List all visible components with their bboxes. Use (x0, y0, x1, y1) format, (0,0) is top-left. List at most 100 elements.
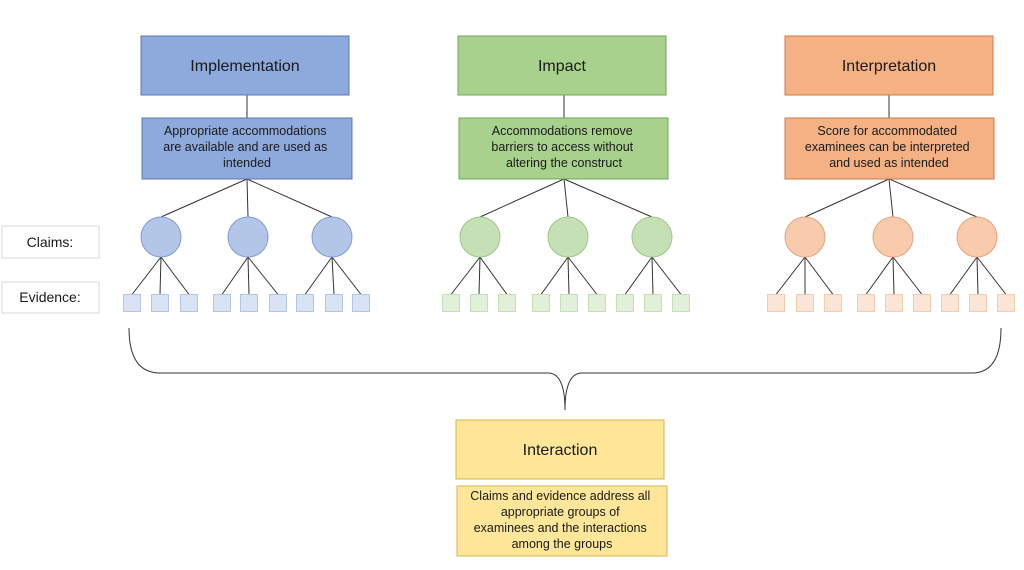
interpretation-evidence-connector (865, 256, 894, 295)
interaction-title: Interaction (523, 442, 598, 459)
column-impact: Impact Accommodations remove barriers to… (457, 35, 669, 180)
impact-evidence-node[interactable] (616, 294, 634, 312)
implementation-evidence-connector (331, 256, 362, 295)
implementation-header-box[interactable] (140, 35, 350, 96)
implementation-evidence-connector (159, 256, 162, 295)
interpretation-description-line-1: Score for accommodated (817, 124, 957, 138)
connector-lines (131, 95, 1007, 295)
impact-header-box[interactable] (457, 35, 667, 96)
implementation-claim-connector (160, 178, 248, 218)
claims-label-box (1, 225, 100, 259)
impact-description-line-1: Accommodations remove (492, 124, 633, 138)
interpretation-description-line-3: and used as intended (829, 156, 949, 170)
interaction-description-box[interactable] (456, 485, 668, 557)
interpretation-header-box[interactable] (784, 35, 994, 96)
column-interpretation: Interpretation Score for accommodated ex… (784, 35, 995, 180)
claim-evidence-nodes (123, 216, 1015, 312)
interpretation-evidence-connector (892, 256, 895, 295)
impact-evidence-connector (478, 256, 481, 295)
interpretation-evidence-connector (976, 256, 979, 295)
interpretation-evidence-node[interactable] (969, 294, 987, 312)
interpretation-title: Interpretation (842, 58, 936, 75)
implementation-evidence-connector (160, 256, 190, 295)
implementation-evidence-node[interactable] (213, 294, 231, 312)
impact-evidence-connector (540, 256, 569, 295)
implementation-claim-node[interactable] (311, 216, 353, 258)
impact-description: Accommodations remove barriers to access… (491, 124, 636, 170)
interpretation-claim-connector (888, 178, 978, 218)
implementation-evidence-connector (304, 256, 333, 295)
interpretation-description-box[interactable] (784, 117, 995, 180)
interpretation-evidence-node[interactable] (857, 294, 875, 312)
impact-evidence-connector (651, 256, 682, 295)
impact-evidence-connector (651, 256, 654, 295)
impact-evidence-connector (567, 256, 570, 295)
interaction-description-line-4: among the groups (512, 537, 613, 551)
claims-label: Claims: (27, 234, 74, 250)
implementation-evidence-connector (247, 256, 250, 295)
impact-evidence-node[interactable] (560, 294, 578, 312)
interpretation-claim-node[interactable] (784, 216, 826, 258)
impact-description-box[interactable] (458, 117, 669, 180)
implementation-title: Implementation (190, 58, 299, 75)
impact-claim-connector (563, 178, 569, 218)
interpretation-evidence-node[interactable] (824, 294, 842, 312)
interpretation-evidence-connector (892, 256, 923, 295)
impact-claim-node[interactable] (631, 216, 673, 258)
impact-claim-connector (563, 178, 653, 218)
grouping-brace (128, 327, 1002, 411)
implementation-evidence-node[interactable] (352, 294, 370, 312)
impact-evidence-node[interactable] (672, 294, 690, 312)
interpretation-description-line-2: examinees can be interpreted (805, 140, 970, 154)
implementation-description-line-2: are available and are used as (163, 140, 327, 154)
implementation-evidence-node[interactable] (180, 294, 198, 312)
interaction-description: Claims and evidence address all appropri… (470, 489, 653, 551)
implementation-evidence-connector (247, 256, 279, 295)
implementation-claim-node[interactable] (227, 216, 269, 258)
implementation-evidence-connector (221, 256, 249, 295)
impact-evidence-node[interactable] (442, 294, 460, 312)
implementation-evidence-node[interactable] (151, 294, 169, 312)
interaction-header-box[interactable] (455, 419, 665, 480)
interpretation-evidence-node[interactable] (997, 294, 1015, 312)
impact-description-line-2: barriers to access without (491, 140, 633, 154)
interpretation-evidence-node[interactable] (796, 294, 814, 312)
implementation-claim-connector (246, 178, 249, 218)
interaction-description-line-2: appropriate groups of (501, 505, 620, 519)
impact-evidence-connector (479, 256, 508, 295)
implementation-description-box[interactable] (141, 117, 353, 180)
impact-claim-node[interactable] (459, 216, 501, 258)
implementation-claim-node[interactable] (140, 216, 182, 258)
interpretation-evidence-node[interactable] (913, 294, 931, 312)
interaction-description-line-1: Claims and evidence address all (470, 489, 650, 503)
interpretation-evidence-node[interactable] (941, 294, 959, 312)
impact-evidence-connector (567, 256, 598, 295)
implementation-evidence-connector (331, 256, 335, 295)
evidence-label-box (1, 281, 100, 314)
impact-evidence-node[interactable] (588, 294, 606, 312)
interpretation-claim-node[interactable] (872, 216, 914, 258)
impact-claim-node[interactable] (547, 216, 589, 258)
interpretation-evidence-node[interactable] (767, 294, 785, 312)
impact-title: Impact (538, 58, 587, 75)
interpretation-evidence-node[interactable] (885, 294, 903, 312)
impact-evidence-node[interactable] (644, 294, 662, 312)
implementation-description-line-3: intended (223, 156, 271, 170)
implementation-evidence-node[interactable] (325, 294, 343, 312)
impact-claim-connector (479, 178, 565, 218)
interaction-group: Interaction Claims and evidence address … (455, 419, 668, 557)
implementation-evidence-node[interactable] (240, 294, 258, 312)
interpretation-evidence-connector (976, 256, 1007, 295)
implementation-description-line-1: Appropriate accommodations (164, 124, 327, 138)
interpretation-claim-connector (804, 178, 890, 218)
impact-evidence-connector (450, 256, 481, 295)
interpretation-description: Score for accommodated examinees can be … (805, 124, 973, 170)
impact-evidence-node[interactable] (498, 294, 516, 312)
interpretation-evidence-connector (775, 256, 806, 295)
impact-evidence-node[interactable] (532, 294, 550, 312)
implementation-evidence-node[interactable] (296, 294, 314, 312)
impact-evidence-node[interactable] (470, 294, 488, 312)
interpretation-claim-node[interactable] (956, 216, 998, 258)
implementation-evidence-node[interactable] (269, 294, 287, 312)
implementation-evidence-node[interactable] (123, 294, 141, 312)
